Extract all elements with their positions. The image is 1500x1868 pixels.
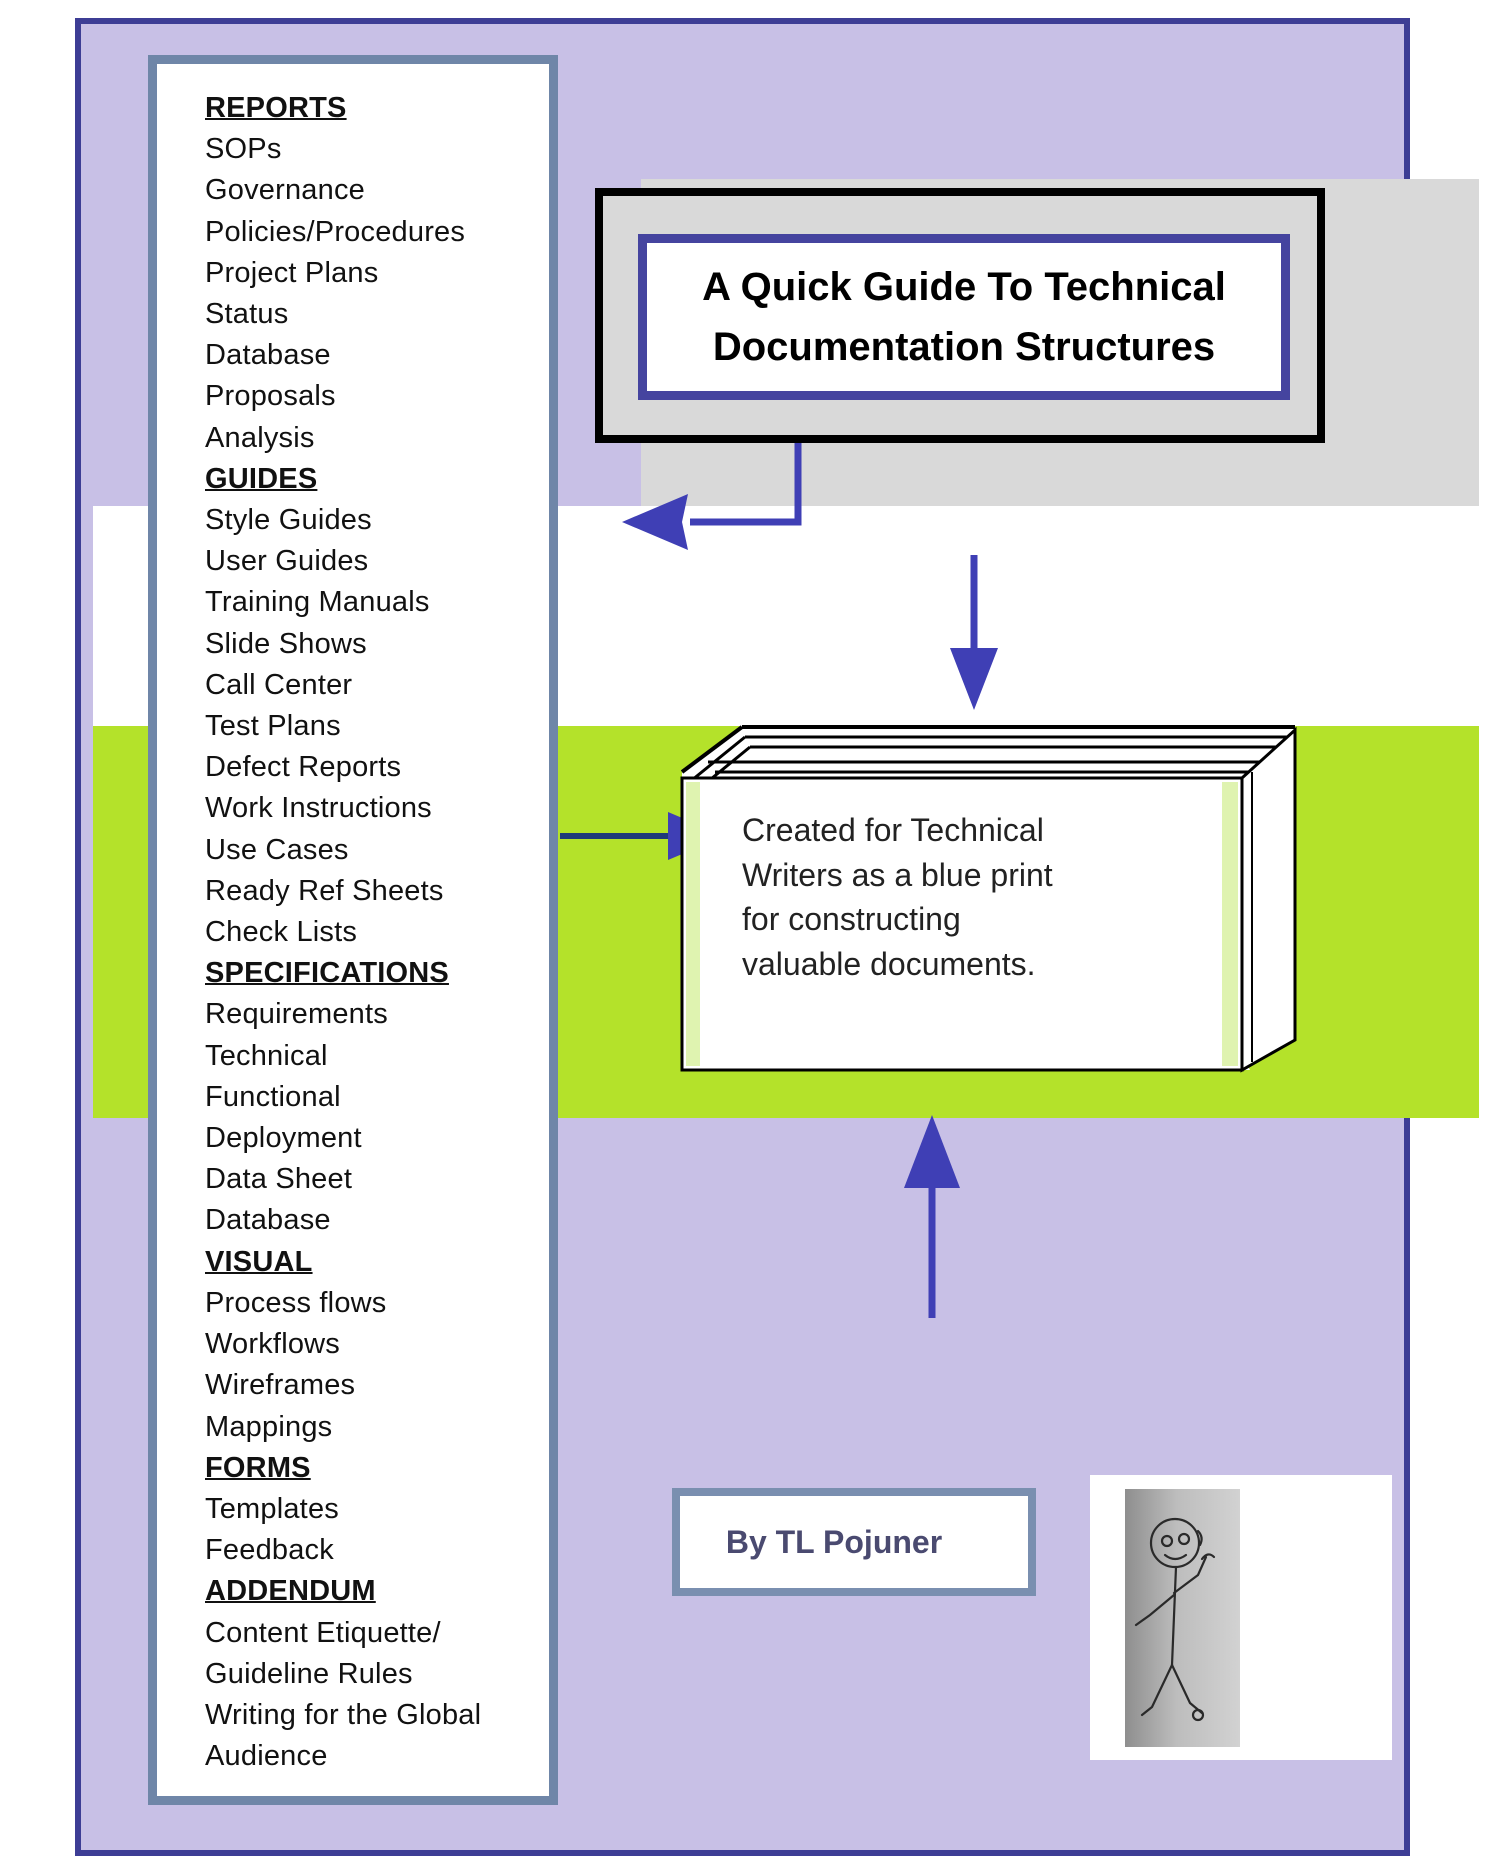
book-stack-icon: [680, 725, 1297, 1073]
toc-item: Database: [205, 339, 331, 372]
author-box: By TL Pojuner: [672, 1488, 1036, 1596]
toc-item: Training Manuals: [205, 586, 430, 619]
book-caption-line: valuable documents.: [742, 945, 1036, 982]
toc-item: Test Plans: [205, 710, 341, 743]
book-caption: Created for Technical Writers as a blue …: [742, 808, 1162, 986]
toc-item: Use Cases: [205, 833, 349, 866]
toc-item: Governance: [205, 174, 365, 207]
toc-item: Workflows: [205, 1328, 341, 1361]
toc-item: Templates: [205, 1492, 339, 1525]
book-caption-line: for constructing: [742, 901, 961, 937]
toc-section-heading: SPECIFICATIONS: [205, 957, 449, 990]
arrow-down-icon: [950, 555, 998, 710]
toc-item: Policies/Procedures: [205, 215, 466, 248]
toc-item: Status: [205, 298, 289, 331]
toc-item: SOPs: [205, 133, 282, 166]
toc-item: Feedback: [205, 1534, 334, 1567]
toc-item: Work Instructions: [205, 792, 432, 825]
toc-item: Data Sheet: [205, 1163, 353, 1196]
toc-item: Guideline Rules: [205, 1657, 413, 1690]
toc-item: Project Plans: [205, 256, 379, 289]
author-photo: [1090, 1475, 1392, 1760]
book-caption-line: Writers as a blue print: [742, 856, 1053, 893]
toc-section-heading: REPORTS: [205, 92, 347, 124]
toc-item: Deployment: [205, 1122, 362, 1155]
toc-item: Check Lists: [205, 916, 358, 949]
toc-item: Mappings: [205, 1410, 333, 1443]
toc-item: Process flows: [205, 1286, 387, 1319]
toc-item: Defect Reports: [205, 751, 402, 784]
toc-item: Functional: [205, 1080, 341, 1113]
author-label: By TL Pojuner: [725, 1523, 943, 1560]
toc-item: Wireframes: [205, 1369, 356, 1402]
title-outer-box: A Quick Guide To Technical Documentation…: [595, 188, 1325, 443]
toc-item: Style Guides: [205, 504, 372, 537]
toc-item: Content Etiquette/: [205, 1616, 441, 1649]
toc-item: Call Center: [205, 668, 353, 701]
toc-item: Database: [205, 1204, 331, 1237]
toc-item: Writing for the Global: [205, 1698, 482, 1731]
arrow-up-icon: [904, 1115, 960, 1318]
stick-figure-icon: [1125, 1489, 1240, 1747]
book-caption-line: Created for Technical: [742, 812, 1044, 848]
title-line-1: A Quick Guide To Technical: [702, 265, 1226, 309]
toc-item: Proposals: [205, 380, 336, 413]
toc-item: Analysis: [205, 421, 315, 454]
title-line-2: Documentation Structures: [712, 325, 1216, 369]
arrow-left-elbow-icon: [622, 440, 802, 550]
toc-section-heading: FORMS: [205, 1451, 311, 1484]
page-title: A Quick Guide To Technical Documentation…: [702, 257, 1226, 377]
toc-item: Requirements: [205, 998, 388, 1031]
toc-section-heading: GUIDES: [205, 462, 318, 495]
title-inner-box: A Quick Guide To Technical Documentation…: [638, 234, 1290, 400]
toc-item: Slide Shows: [205, 627, 367, 660]
toc-item: Ready Ref Sheets: [205, 874, 444, 907]
toc-item: User Guides: [205, 545, 369, 578]
toc-section-heading: VISUAL: [205, 1245, 313, 1278]
toc-item: Technical: [205, 1039, 328, 1072]
toc-section-heading: ADDENDUM: [205, 1575, 376, 1608]
toc-item: Audience: [205, 1740, 328, 1773]
